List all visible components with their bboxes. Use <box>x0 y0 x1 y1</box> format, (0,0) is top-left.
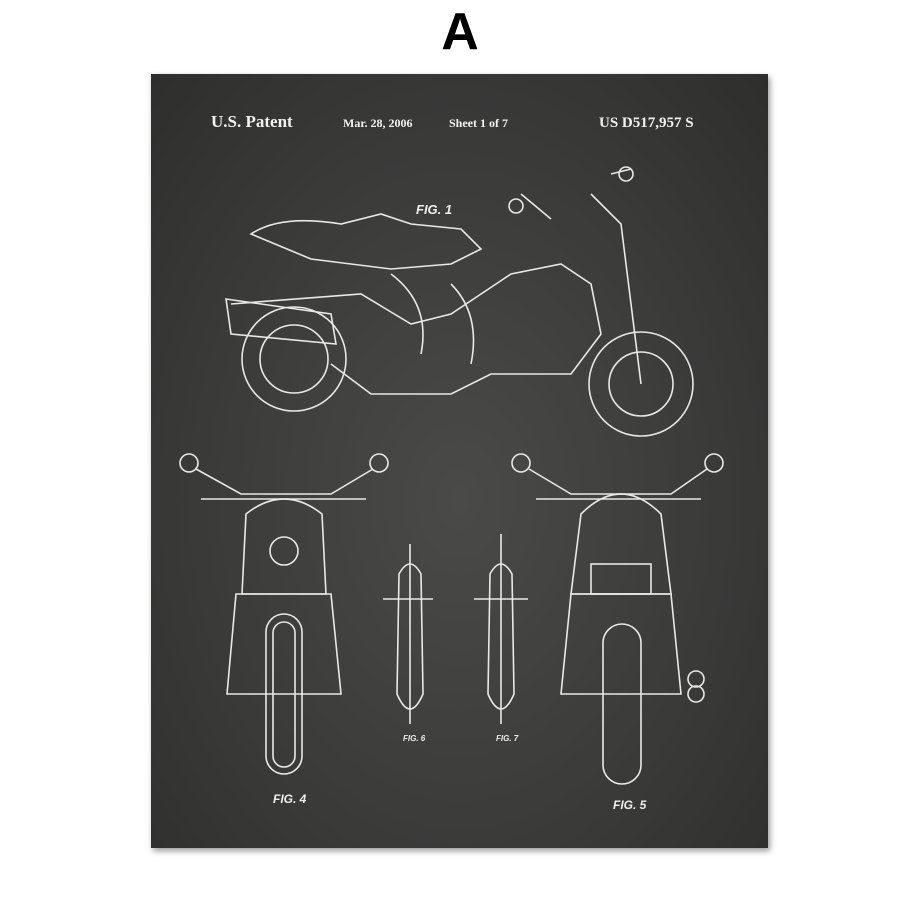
patent-poster: U.S. Patent Mar. 28, 2006 Sheet 1 of 7 U… <box>151 74 768 848</box>
patent-title: U.S. Patent <box>211 112 293 131</box>
product-label: A <box>441 3 479 61</box>
patent-number: US D517,957 S <box>599 115 694 131</box>
fig-5-label: FIG. 5 <box>613 798 647 812</box>
side-view-drawing <box>225 166 694 437</box>
fig-4-label: FIG. 4 <box>273 792 307 806</box>
fig-6-label: FIG. 6 <box>403 734 426 743</box>
front-view-drawing <box>179 453 389 775</box>
motorcycle-drawings <box>179 166 724 785</box>
top-view-drawings <box>383 534 528 724</box>
rear-view-drawing <box>511 453 724 785</box>
fig-1-label: FIG. 1 <box>416 202 453 217</box>
patent-date: Mar. 28, 2006 <box>343 116 413 130</box>
fig-7-label: FIG. 7 <box>496 734 519 743</box>
patent-sheet: Sheet 1 of 7 <box>449 116 508 130</box>
